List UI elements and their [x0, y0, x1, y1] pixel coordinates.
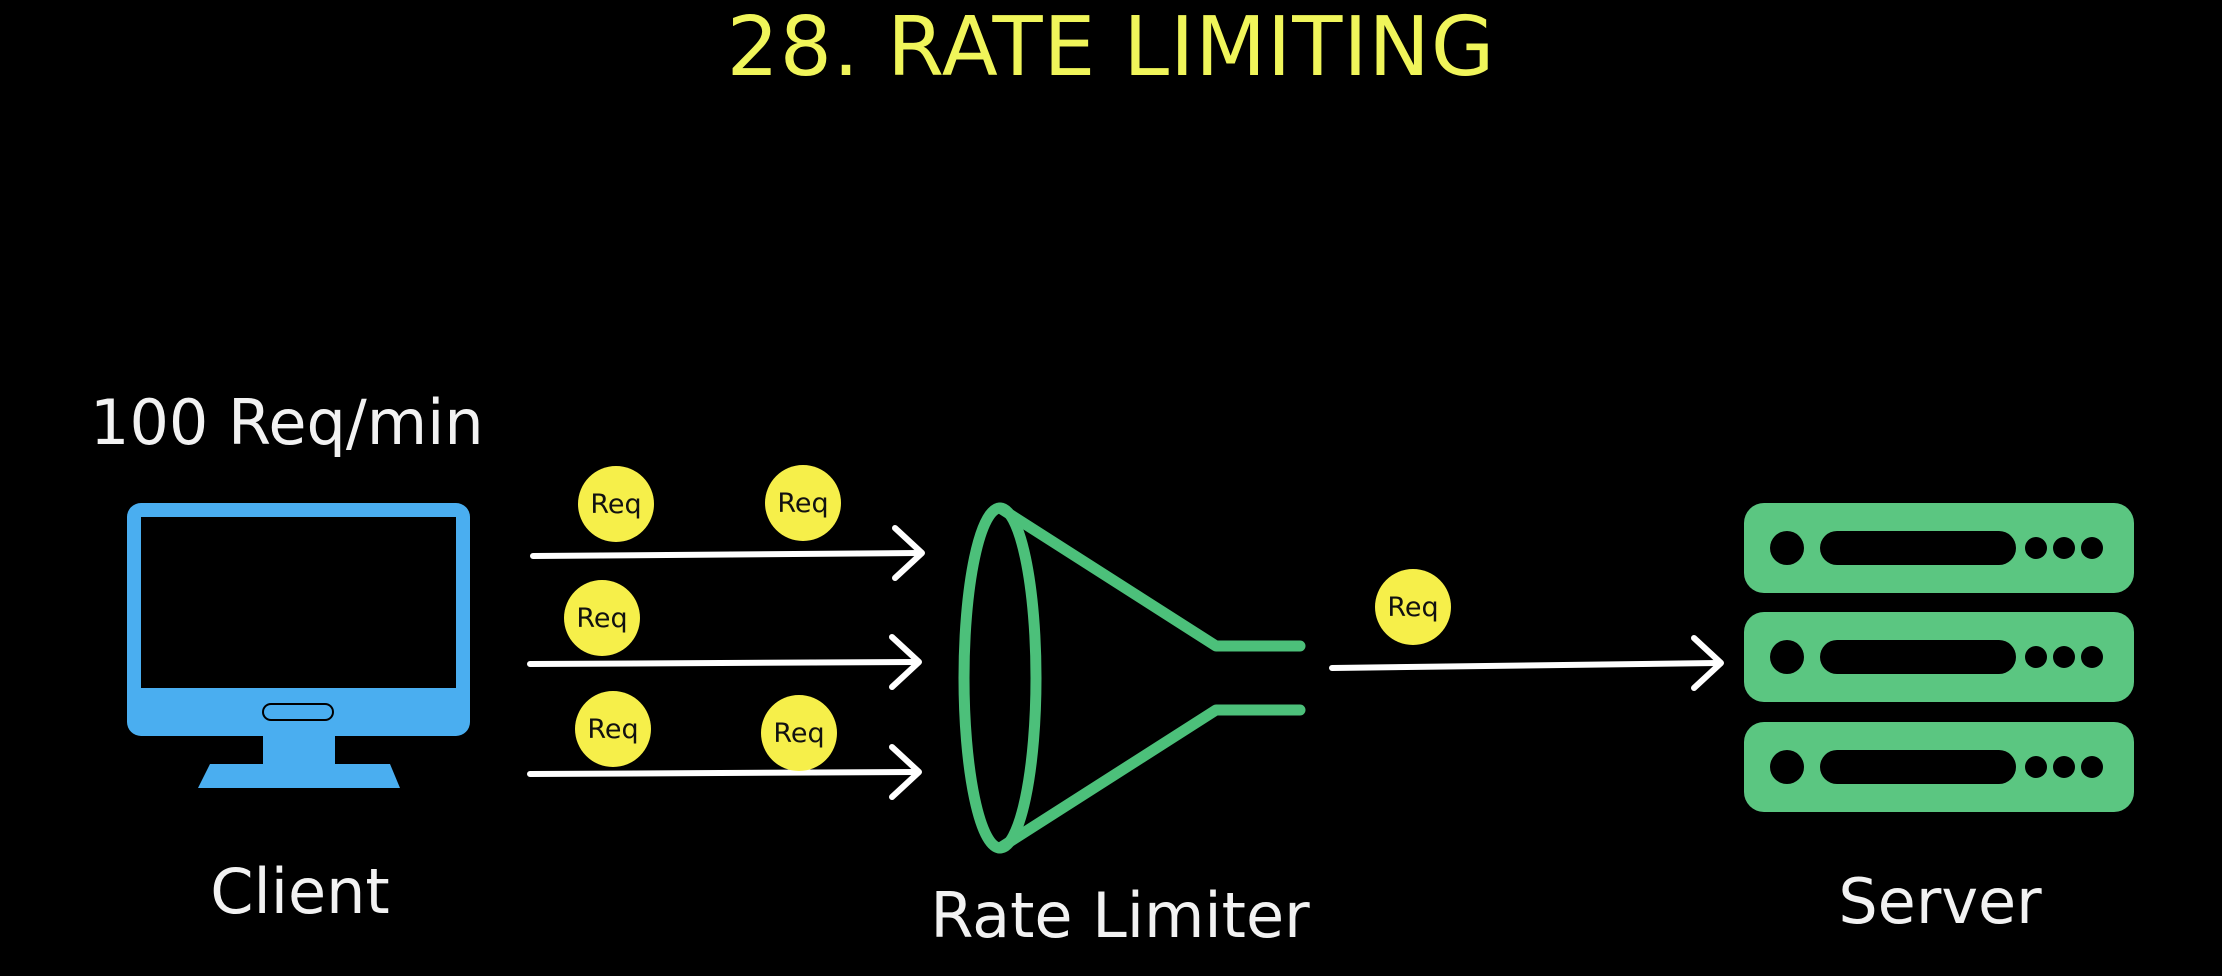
server-rack-icon — [1744, 503, 2134, 812]
server-unit — [1744, 722, 2134, 812]
svg-text:Req: Req — [777, 488, 828, 519]
svg-text:Req: Req — [587, 714, 638, 745]
incoming-arrow-top — [530, 525, 925, 581]
incoming-arrow-middle — [527, 634, 922, 690]
svg-text:Req: Req — [590, 489, 641, 520]
req-badge: Req — [765, 465, 841, 541]
req-badge: Req — [564, 580, 640, 656]
server-unit — [1744, 503, 2134, 593]
req-badge: Req — [761, 695, 837, 771]
incoming-arrow-bottom — [527, 744, 922, 800]
req-badge: Req — [1375, 569, 1451, 645]
client-label: Client — [210, 855, 390, 928]
rate-limiter-label: Rate Limiter — [930, 879, 1310, 952]
outgoing-arrow — [1329, 635, 1724, 691]
funnel-icon — [958, 502, 1306, 854]
req-badge: Req — [578, 466, 654, 542]
rate-label: 100 Req/min — [90, 386, 484, 459]
svg-text:Req: Req — [773, 718, 824, 749]
server-unit — [1744, 612, 2134, 702]
svg-text:Req: Req — [1387, 592, 1438, 623]
req-badge: Req — [575, 691, 651, 767]
client-monitor-icon — [127, 503, 470, 788]
svg-text:Req: Req — [576, 603, 627, 634]
server-label: Server — [1838, 865, 2042, 938]
diagram-title: 28. RATE LIMITING — [726, 0, 1496, 95]
